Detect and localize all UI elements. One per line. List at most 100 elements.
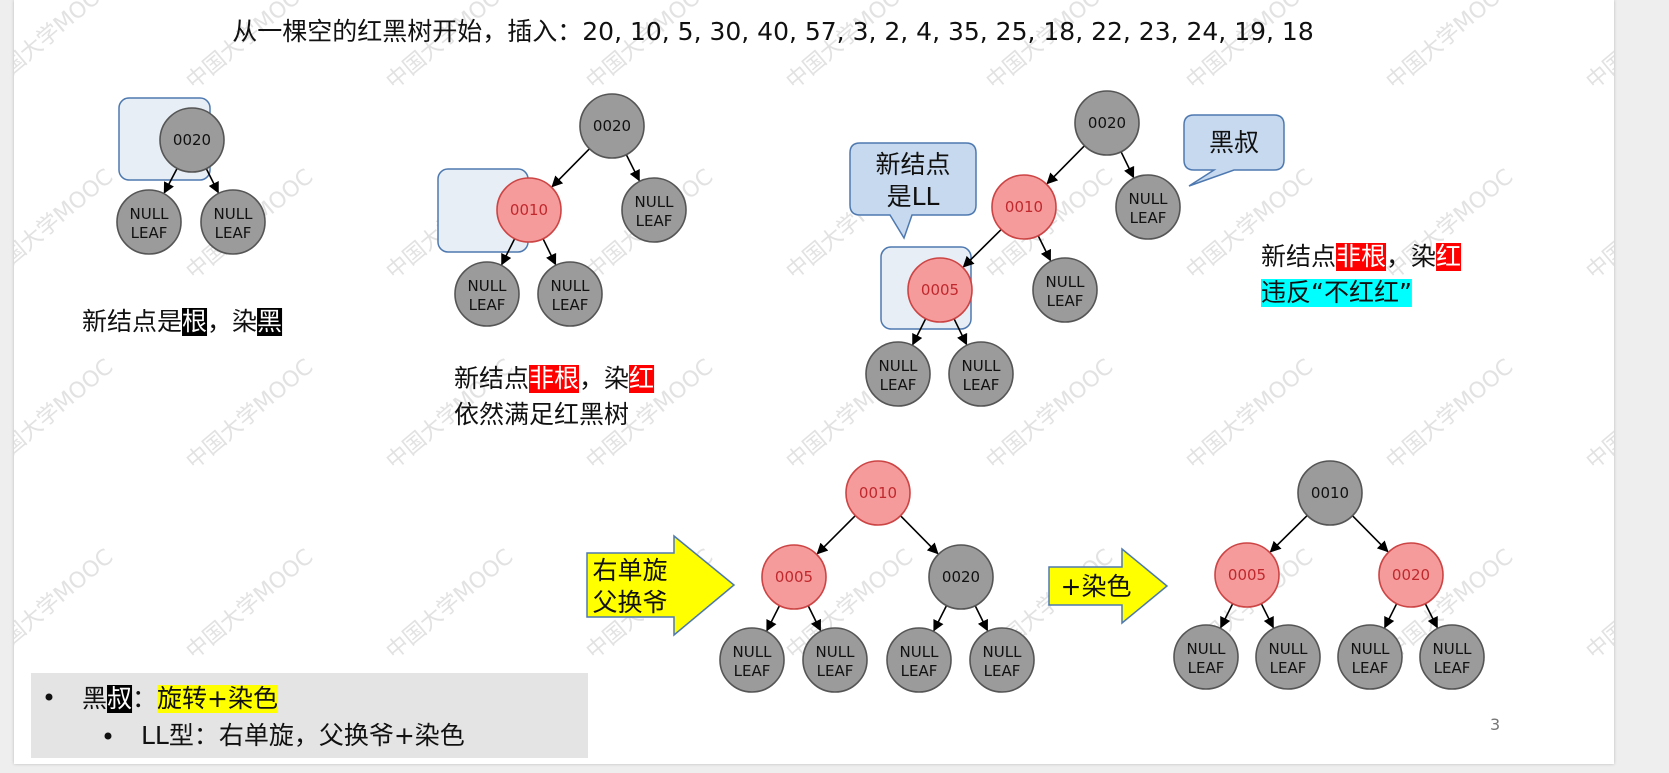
tree-edge: [204, 166, 219, 194]
callout-ll-line1: 新结点: [875, 150, 950, 179]
tree-edge: [1384, 601, 1399, 629]
black-node: 0020: [579, 93, 645, 159]
node-key-label: 0005: [775, 568, 813, 586]
tree-edge: [816, 513, 858, 555]
watermark-text: 中国大学MOOC: [582, 0, 718, 95]
tree-edge: [766, 603, 782, 632]
null-leaf-label-top: NULL: [1046, 273, 1086, 291]
null-leaf-label-bottom: LEAF: [817, 662, 854, 680]
tree-edge: [501, 236, 517, 266]
red-node: 0020: [1378, 542, 1444, 608]
null-leaf-label-top: NULL: [962, 357, 1002, 375]
step2-caption-b: ，染: [579, 364, 629, 393]
null-leaf-label-bottom: LEAF: [469, 296, 506, 314]
node-circle: [802, 627, 868, 693]
step2-mark-red: 红: [629, 364, 654, 393]
legend-bullet1: 黑叔：旋转+染色: [82, 684, 278, 713]
node-key-label: 0010: [1005, 198, 1043, 216]
red-node: 0005: [907, 257, 973, 323]
tree-edge: [551, 146, 592, 188]
null-leaf-label-bottom: LEAF: [1434, 659, 1471, 677]
node-key-label: 0010: [859, 484, 897, 502]
watermark-text: 中国大学MOOC: [1382, 355, 1518, 475]
tree-edges: [163, 143, 1438, 632]
step3-caption-line2: 违反“不红红”: [1261, 278, 1412, 307]
tree-edge: [1350, 513, 1389, 553]
null-leaf-label-bottom: LEAF: [131, 224, 168, 242]
null-leaf-label-top: NULL: [551, 277, 591, 295]
node-circle: [200, 189, 266, 255]
node-circle: [116, 189, 182, 255]
watermark-text: 中国大学MOOC: [182, 355, 318, 475]
null-leaf-label-bottom: LEAF: [552, 296, 589, 314]
step1-caption-a: 新结点是: [82, 307, 182, 336]
watermark-text: 中国大学MOOC: [382, 0, 518, 95]
node-circle: [761, 544, 827, 610]
tree-edge: [1220, 601, 1235, 629]
node-key-label: 0020: [942, 568, 980, 586]
null-leaf-label-bottom: LEAF: [1047, 292, 1084, 310]
text-highlight-mark: [107, 685, 133, 713]
null-leaf-label-bottom: LEAF: [636, 212, 673, 230]
black-node: 0020: [928, 544, 994, 610]
null-leaf-label-bottom: LEAF: [1130, 209, 1167, 227]
red-node: 0010: [496, 177, 562, 243]
null-leaf-label-top: NULL: [1187, 640, 1227, 658]
tree-edge: [898, 513, 939, 555]
black-node: 0020: [159, 107, 225, 173]
watermark-text: 中国大学MOOC: [782, 0, 918, 95]
red-node: 0005: [1214, 542, 1280, 608]
tree-edge: [163, 166, 179, 194]
node-circle: [969, 627, 1035, 693]
null-leaf-label-top: NULL: [983, 643, 1023, 661]
legend-mark-rotate: 旋转+染色: [157, 684, 278, 713]
null-leaf-label-top: NULL: [214, 205, 254, 223]
node-circle: [1115, 174, 1181, 240]
legend-bullet1-colon: ：: [132, 684, 157, 713]
watermark-text: 中国大学MOOC: [14, 165, 118, 285]
red-node: 0005: [761, 544, 827, 610]
null-leaf-label-bottom: LEAF: [1352, 659, 1389, 677]
red-node: 0010: [991, 174, 1057, 240]
null-leaf-label-bottom: LEAF: [1188, 659, 1225, 677]
step3-caption-b: ，染: [1386, 242, 1436, 271]
null-leaf-label-top: NULL: [900, 643, 940, 661]
node-circle: [159, 107, 225, 173]
watermark-text: 中国大学MOOC: [1582, 355, 1614, 475]
step1-mark-root: 根: [182, 307, 207, 336]
node-circle: [1419, 624, 1485, 690]
watermark-text: 中国大学MOOC: [182, 0, 318, 95]
node-circle: [579, 93, 645, 159]
watermark-text: 中国大学MOOC: [382, 545, 518, 665]
tree-edge: [541, 236, 557, 266]
null-leaf-label-bottom: LEAF: [1270, 659, 1307, 677]
null-leaf-label-top: NULL: [1433, 640, 1473, 658]
slide-canvas: 中国大学MOOC 中国大学MOOC 中国大学MOOC 中国大学MOOC 中国大学MOOC…: [14, 0, 1614, 758]
slide: 中国大学MOOC 中国大学MOOC 中国大学MOOC 中国大学MOOC 中国大学MOOC…: [14, 0, 1614, 764]
black-node: 0010: [1297, 460, 1363, 526]
step3-mark-nonroot: 非根: [1336, 242, 1386, 271]
watermark-text: 中国大学MOOC: [982, 0, 1118, 95]
node-key-label: 0005: [1228, 566, 1266, 584]
null-leaf-label-top: NULL: [1129, 190, 1169, 208]
tree-edge: [1259, 601, 1274, 629]
step1-caption-b: ，染: [207, 307, 257, 336]
watermark-text: 中国大学MOOC: [1182, 0, 1318, 95]
watermark-text: 中国大学MOOC: [14, 355, 118, 475]
null-leaf-label-top: NULL: [816, 643, 856, 661]
node-key-label: 0005: [921, 281, 959, 299]
node-circle: [1173, 624, 1239, 690]
null-leaf-label-bottom: LEAF: [963, 376, 1000, 394]
text-highlight-mark: [1436, 243, 1462, 271]
recolor-arrow-text: +染色: [1061, 572, 1132, 601]
watermark-text: 中国大学MOOC: [1582, 0, 1614, 95]
tree-edge: [1269, 513, 1310, 553]
